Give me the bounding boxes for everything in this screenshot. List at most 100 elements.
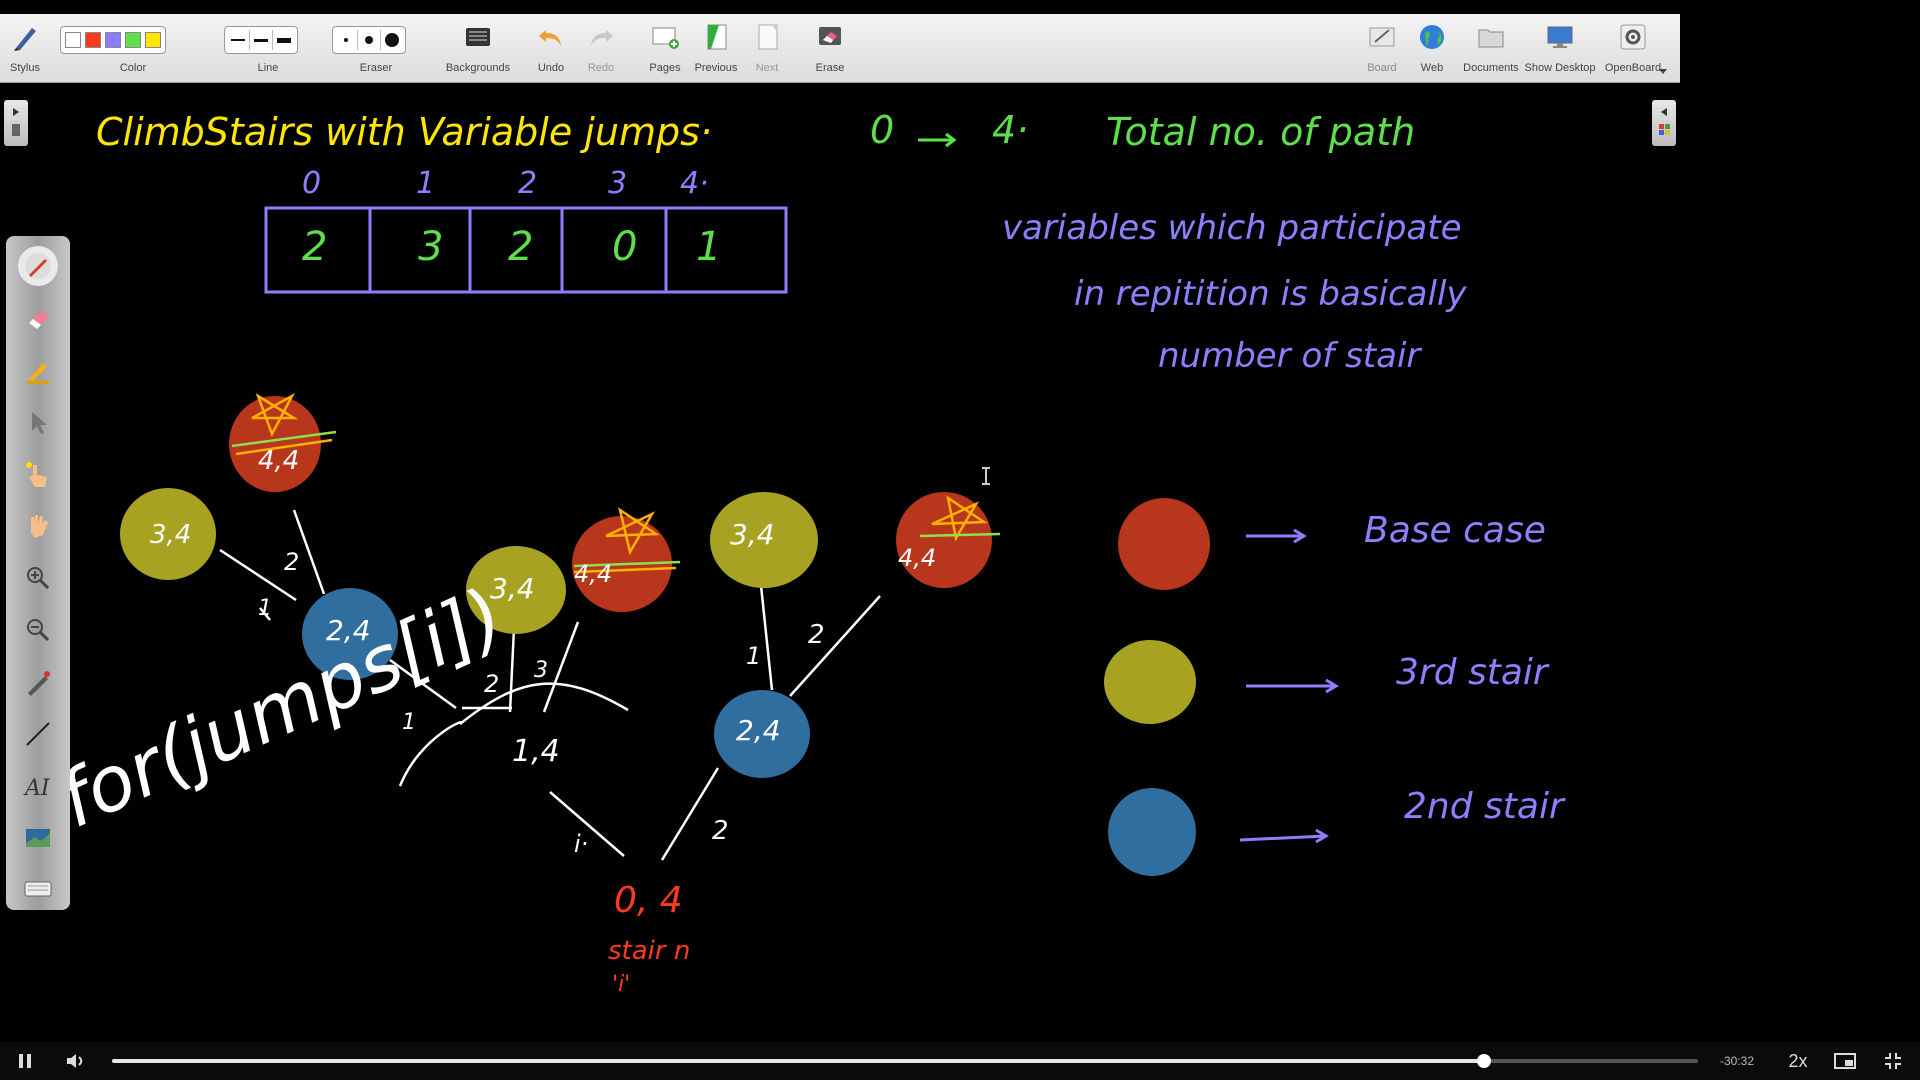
eraser-small-option[interactable] (335, 30, 358, 50)
documents-button[interactable]: Documents (1460, 14, 1522, 82)
time-remaining: -30:32 (1719, 1054, 1755, 1068)
web-mode-button[interactable]: Web (1410, 14, 1454, 82)
select-tool[interactable] (18, 402, 58, 442)
stylus-label: Stylus (10, 62, 40, 74)
root-annotation-1: stair n (608, 936, 691, 966)
video-scrub-handle[interactable] (1476, 1054, 1491, 1068)
node-3-4-c: 3,4 (730, 518, 775, 551)
text-tool[interactable]: AI (18, 766, 58, 806)
hand-pointer-icon (26, 462, 47, 487)
eraser-large-option[interactable] (381, 30, 403, 50)
eraser-tool[interactable] (18, 298, 58, 338)
color-swatch-white[interactable] (65, 32, 81, 48)
edge-label-2-root: 2 (712, 816, 729, 846)
array-index-3: 3 (608, 166, 628, 201)
node-2-4-left: 2,4 (326, 614, 371, 647)
color-swatch-purple[interactable] (105, 32, 121, 48)
edge-label-3-middle: 3 (534, 658, 548, 683)
exit-fullscreen-button[interactable] (1878, 1048, 1908, 1074)
line-tool[interactable] (18, 714, 58, 754)
picture-in-picture-icon (1834, 1053, 1856, 1069)
left-panel-toggle[interactable] (4, 100, 28, 146)
board-mode-button[interactable]: Board (1358, 14, 1406, 82)
node-root: 0, 4 (614, 880, 683, 921)
undo-button[interactable]: Undo (528, 14, 574, 82)
node-3-4-b: 3,4 (490, 572, 535, 605)
node-4-4-b: 4,4 (574, 560, 613, 588)
color-swatches (60, 26, 166, 54)
tree-nodes (120, 396, 1210, 876)
openboard-menu-button[interactable]: OpenBoard (1598, 14, 1668, 82)
video-progress-bar[interactable] (112, 1054, 1698, 1068)
line-medium-option[interactable] (250, 30, 273, 50)
zoom-in-tool[interactable] (18, 558, 58, 598)
pen-icon (25, 253, 51, 279)
text-cursor-icon (982, 467, 990, 485)
next-page-button[interactable]: Next (744, 14, 790, 82)
monitor-icon (1547, 26, 1573, 48)
show-desktop-label: Show Desktop (1524, 62, 1596, 74)
highlighter-tool[interactable] (18, 350, 58, 390)
web-label: Web (1420, 62, 1444, 74)
laser-pointer-icon (28, 671, 50, 696)
playback-speed-button[interactable]: 2x (1788, 1050, 1808, 1071)
redo-button[interactable]: Redo (578, 14, 624, 82)
right-panel-toggle[interactable] (1652, 100, 1676, 146)
interact-tool[interactable] (18, 454, 58, 494)
keyboard-icon (24, 881, 52, 897)
add-page-icon (652, 27, 679, 49)
expand-right-icon (12, 108, 20, 136)
previous-page-button[interactable]: Previous (692, 14, 740, 82)
color-swatch-red[interactable] (85, 32, 101, 48)
volume-button[interactable] (60, 1048, 90, 1074)
keyboard-tool[interactable] (18, 868, 58, 908)
openboard-toolbar: Stylus Color Line Eraser Backgrounds (0, 14, 1680, 83)
redo-icon (591, 30, 613, 46)
backgrounds-button[interactable]: Backgrounds (444, 14, 512, 82)
eraser-medium-option[interactable] (358, 30, 381, 50)
board-goal: Total no. of path (1106, 110, 1416, 154)
hand-tool[interactable] (18, 506, 58, 546)
range-end: 4· (992, 108, 1029, 152)
node-1-4: 1,4 (512, 734, 560, 769)
erase-board-icon (819, 27, 841, 45)
range-arrow (918, 132, 957, 148)
expand-left-icon (1659, 108, 1670, 135)
pause-button[interactable] (12, 1048, 38, 1074)
zoom-out-tool[interactable] (18, 610, 58, 650)
color-label: Color (119, 62, 147, 74)
color-swatch-yellow[interactable] (145, 32, 161, 48)
next-page-icon (758, 24, 778, 50)
pause-icon (19, 1054, 31, 1068)
color-swatch-green[interactable] (125, 32, 141, 48)
line-thin-option[interactable] (227, 30, 250, 50)
whiteboard-canvas[interactable]: ClimbStairs with Variable jumps· 0 4· To… (0, 96, 1680, 1042)
node-3-4-a: 3,4 (150, 520, 192, 550)
zoom-out-icon (27, 619, 50, 642)
capture-icon (26, 829, 50, 847)
show-desktop-button[interactable]: Show Desktop (1524, 14, 1596, 82)
picture-in-picture-button[interactable] (1830, 1048, 1860, 1074)
pen-tool[interactable] (18, 246, 58, 286)
globe-icon (1420, 25, 1444, 49)
stylus-button[interactable]: Stylus (4, 14, 46, 82)
exit-fullscreen-icon (1885, 1053, 1901, 1069)
root-annotation-2: 'i' (612, 972, 631, 997)
eraser-icon (29, 311, 49, 329)
redo-label: Redo (587, 62, 615, 74)
edge-label-1-left: 1 (258, 596, 272, 621)
board-drawings (120, 132, 1339, 876)
pages-button[interactable]: Pages (640, 14, 690, 82)
note-line-1: variables which participate (1002, 208, 1462, 248)
erase-button[interactable]: Erase (806, 14, 854, 82)
laser-pointer-tool[interactable] (18, 662, 58, 702)
pages-label: Pages (649, 62, 681, 74)
edge-label-2-right: 2 (808, 620, 825, 650)
capture-tool[interactable] (18, 818, 58, 858)
array-cell-1: 3 (418, 224, 444, 270)
previous-page-icon (707, 24, 727, 50)
video-progress-fill (112, 1059, 1484, 1063)
zoom-in-icon (27, 567, 50, 590)
line-thick-option[interactable] (273, 30, 295, 50)
array-cell-3: 0 (612, 224, 638, 270)
